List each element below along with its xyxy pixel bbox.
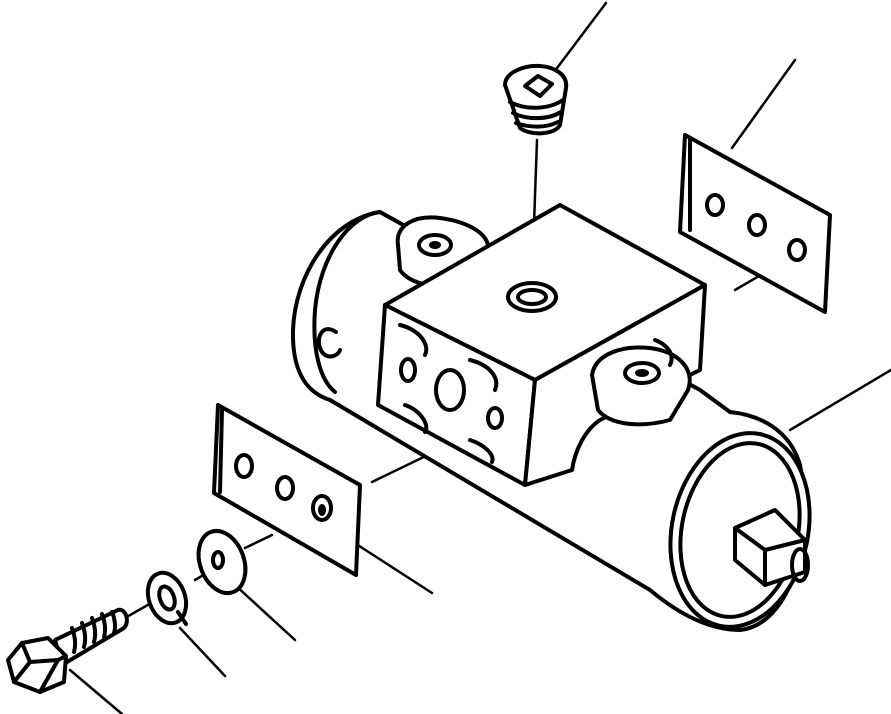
lock-washer-ring [145,570,189,626]
flat-washer [196,529,248,595]
cylinder-left-notch [316,327,342,359]
block-port-small-right [486,406,504,430]
callout-leaders [68,1,891,714]
drive-boss-round [790,547,810,583]
plug [503,63,569,136]
lock-washer [145,570,189,626]
gasket-left-hole-3-center [318,504,326,516]
bolt [6,607,129,694]
gasket-right-hole-2 [747,213,767,237]
flat-washer-hole [211,550,225,570]
block-top-port [506,281,558,313]
leader-gasket-right [730,58,797,150]
bolt-threads [70,610,118,654]
gasket-right-hole-1 [705,193,725,217]
leader-plug [546,1,608,82]
drive-boss-edge [733,526,807,587]
plug-threads [508,98,565,129]
gasket-left-hole-1 [234,453,254,479]
gasket-right [678,133,832,314]
axis-bolt-segment-c [243,533,274,550]
block-top-port-inner [516,288,548,306]
mount-ear-front [590,345,692,427]
block-face-bore-arcs [398,323,499,464]
gasket-right-hole-3 [787,238,807,262]
mount-ear-front-fillet [653,338,674,367]
block-port-small-left [399,357,417,383]
plug-hex-socket [523,74,554,98]
leader-bolt [68,668,124,714]
lock-washer-hole [157,584,177,612]
gasket-left-edge [218,408,224,494]
mount-ear-rear-hole-center [429,241,441,249]
leader-gasket-left [348,538,434,595]
leader-valve-body [788,368,891,432]
valve-body [290,203,812,632]
gasket-left [212,403,362,577]
bolt-hex-head [6,636,68,694]
lock-washer-split [176,610,188,626]
gasket-left-hole-2 [275,475,295,501]
block-port-large [434,368,466,412]
bolt-hex-head-edges [12,641,68,694]
leader-flat-washer [233,583,297,642]
mount-ear-front-hole-center [635,369,649,377]
cylinder-left-cap [312,210,382,394]
leader-lock-washer [178,626,227,678]
